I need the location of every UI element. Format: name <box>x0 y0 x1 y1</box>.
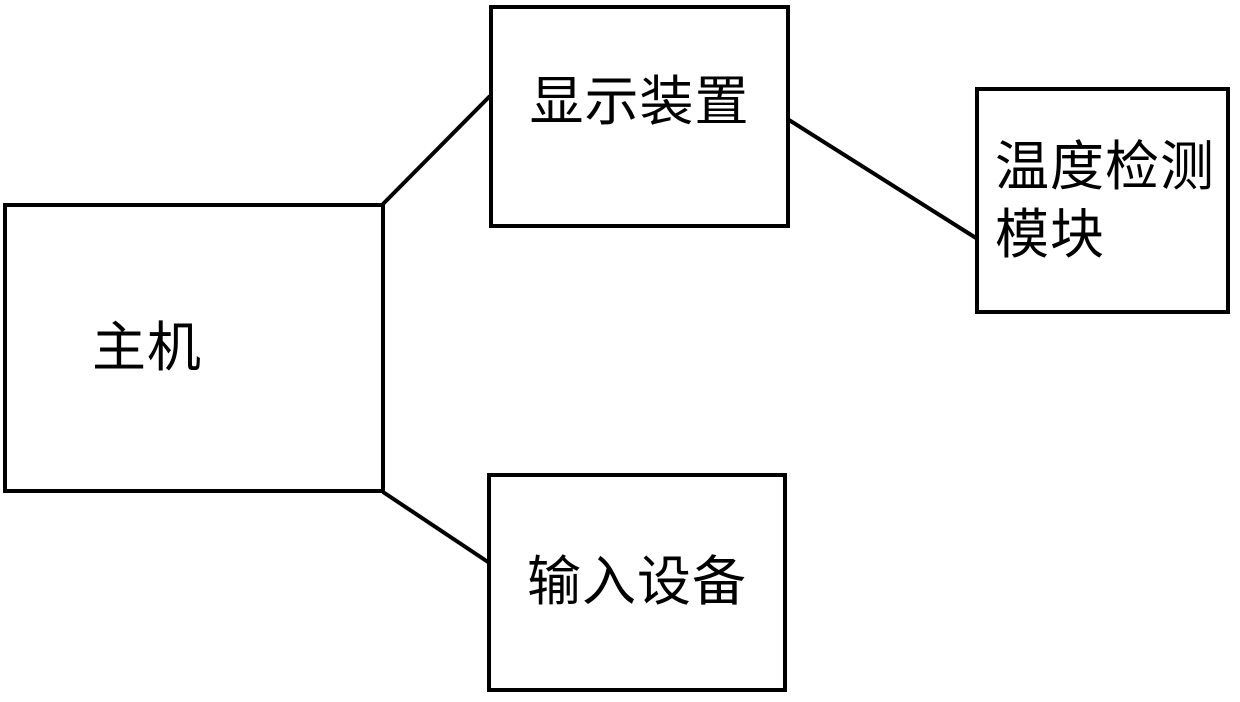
node-input-device-label: 输入设备 <box>527 550 747 614</box>
node-temperature-detection-module-label: 温度检测 模块 <box>995 135 1215 266</box>
node-display-device: 显示装置 <box>489 5 790 228</box>
node-input-device: 输入设备 <box>487 473 787 692</box>
node-display-device-label: 显示装置 <box>529 70 750 134</box>
node-host-label: 主机 <box>92 315 202 379</box>
node-host: 主机 <box>3 203 385 493</box>
edge-display-to-temp <box>787 118 978 240</box>
edge-host-to-input <box>381 490 490 564</box>
edge-host-to-display <box>381 94 492 206</box>
node-temperature-detection-module: 温度检测 模块 <box>975 87 1230 314</box>
